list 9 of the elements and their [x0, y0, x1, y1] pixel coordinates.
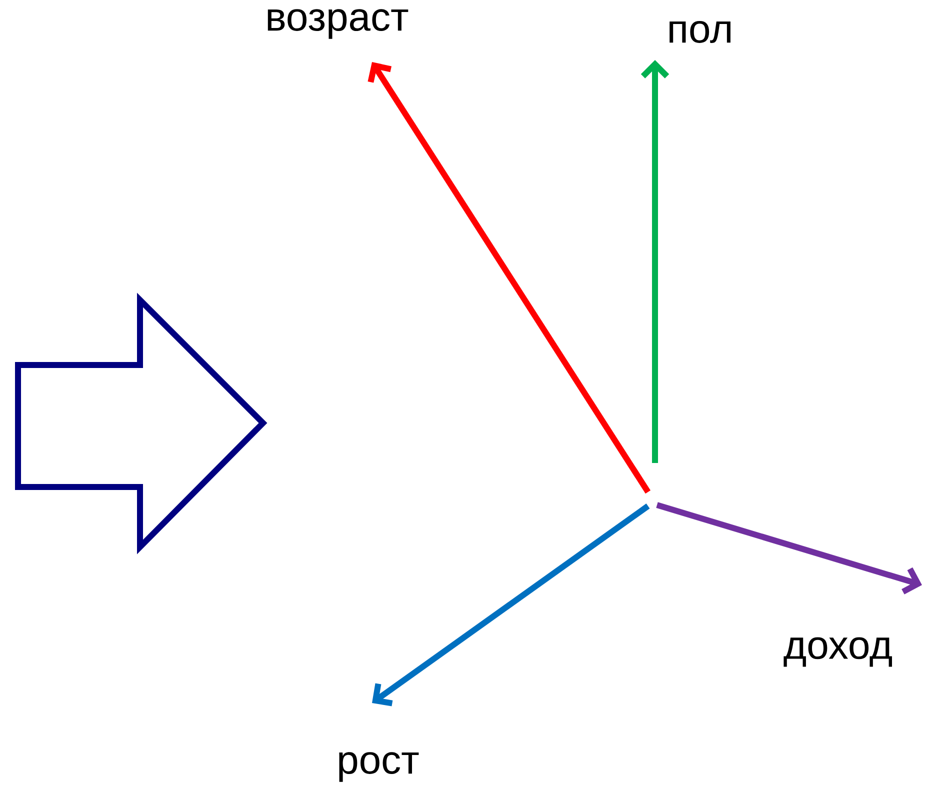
- axis-label: доход: [784, 637, 892, 667]
- arrow: [640, 60, 670, 463]
- arrow: [368, 62, 651, 494]
- arrow: [372, 504, 650, 706]
- arrow: [656, 502, 922, 594]
- block-arrow: [15, 292, 268, 554]
- axis-label: рост: [339, 752, 419, 782]
- axis-label: возраст: [268, 9, 408, 39]
- axis-label: пол: [670, 21, 730, 43]
